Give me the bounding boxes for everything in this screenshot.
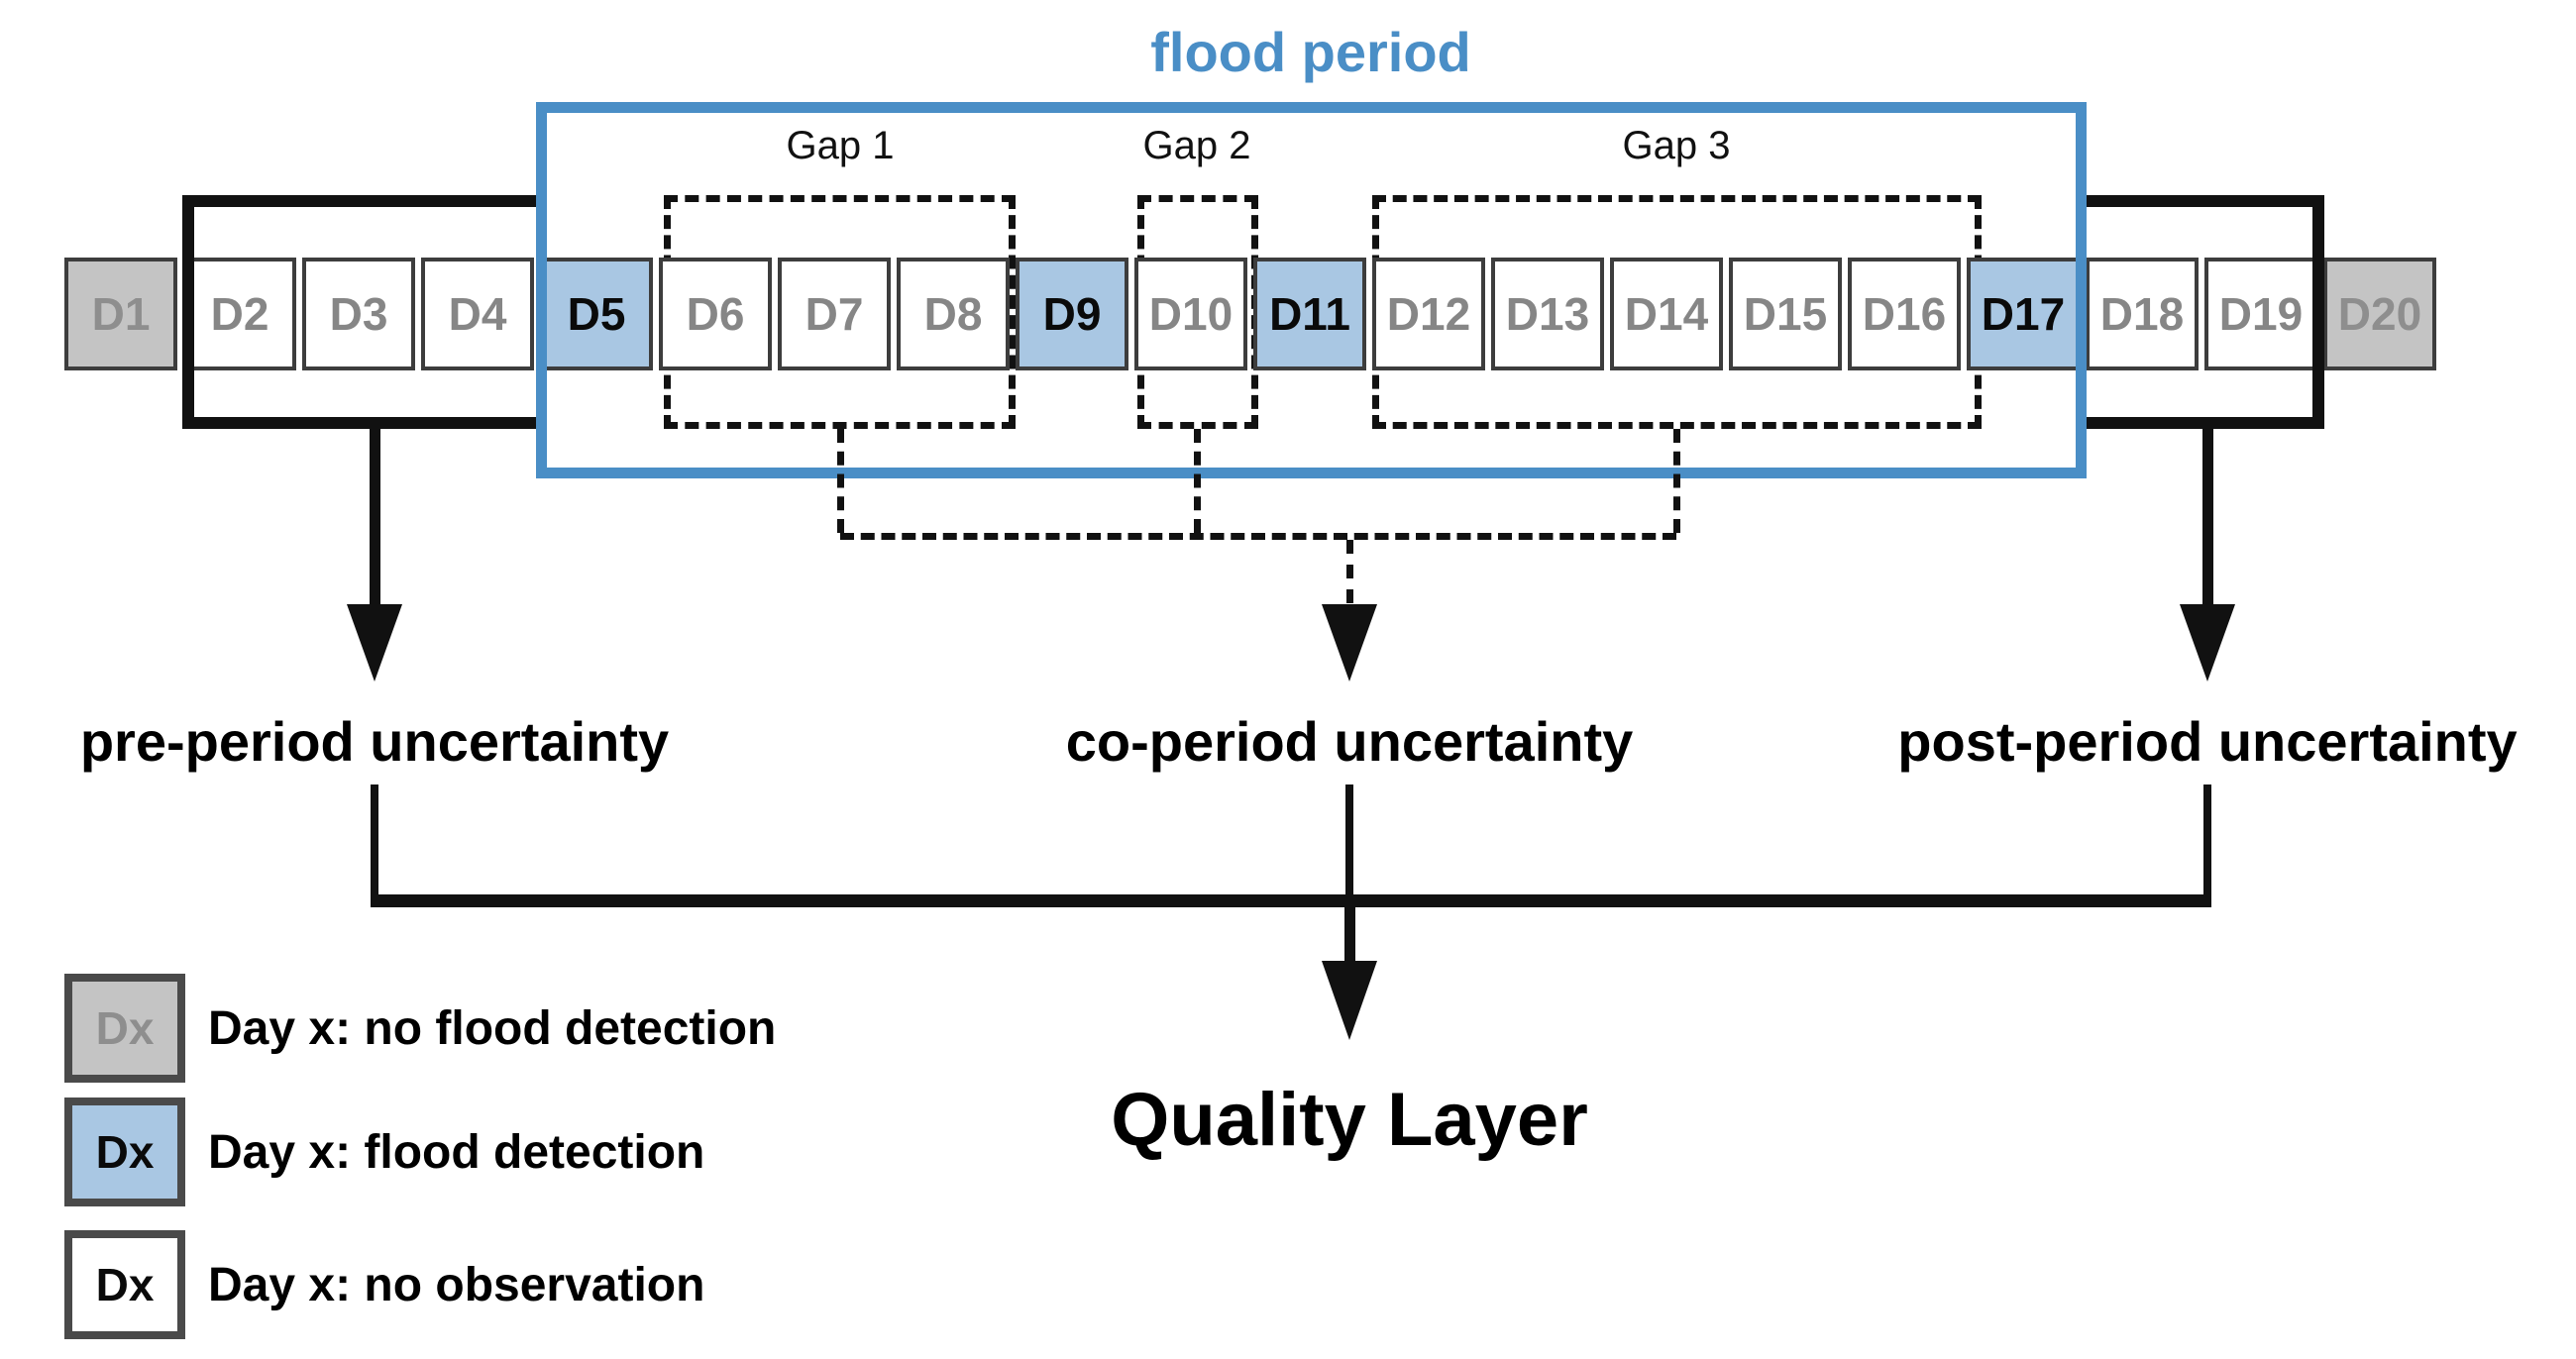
gap-1-label: Gap 1 xyxy=(786,123,895,167)
gap-connector-line xyxy=(840,533,1676,540)
day-box-d4: D4 xyxy=(421,258,534,370)
post-period-uncertainty-label: post-period uncertainty xyxy=(1897,709,2518,773)
day-box-d5: D5 xyxy=(540,258,653,370)
day-box-d17: D17 xyxy=(1967,258,2080,370)
gap-2-drop-line xyxy=(1194,429,1201,533)
gap-1-drop-line xyxy=(837,429,844,533)
day-box-d14: D14 xyxy=(1610,258,1723,370)
day-box-d15: D15 xyxy=(1729,258,1842,370)
pre-period-uncertainty-label: pre-period uncertainty xyxy=(79,709,670,773)
day-box-d19: D19 xyxy=(2204,258,2317,370)
day-box-d10: D10 xyxy=(1134,258,1247,370)
pre-period-bracket-stub xyxy=(371,784,378,894)
quality-layer-label: Quality Layer xyxy=(1111,1077,1588,1162)
day-box-d11: D11 xyxy=(1253,258,1366,370)
flood-period-title: flood period xyxy=(1150,20,1471,83)
flood-period-left-edge xyxy=(536,102,547,478)
day-box-d1: D1 xyxy=(64,258,177,370)
co-period-dashed-arrow-line xyxy=(1346,540,1353,603)
merge-bracket-line xyxy=(371,894,2211,907)
gap-2-label: Gap 2 xyxy=(1142,123,1251,167)
day-box-d12: D12 xyxy=(1372,258,1485,370)
flood-period-right-edge xyxy=(2076,102,2087,478)
day-box-d16: D16 xyxy=(1848,258,1961,370)
legend-swatch-no-observation: Dx xyxy=(64,1230,185,1339)
day-box-d3: D3 xyxy=(302,258,415,370)
co-period-uncertainty-label: co-period uncertainty xyxy=(1065,709,1634,773)
post-period-arrow-line xyxy=(2202,426,2213,609)
legend-swatch-no-flood-detection: Dx xyxy=(64,974,185,1083)
day-box-d9: D9 xyxy=(1016,258,1128,370)
day-box-d8: D8 xyxy=(897,258,1010,370)
quality-layer-arrowhead-icon xyxy=(1322,961,1377,1040)
gap-3-drop-line xyxy=(1673,429,1680,533)
observation-window-left-edge xyxy=(182,195,194,429)
legend-label-no-observation: Day x: no observation xyxy=(208,1258,705,1311)
post-period-bracket-stub xyxy=(2203,784,2211,894)
gap-3-label: Gap 3 xyxy=(1622,123,1731,167)
observation-window-right-edge xyxy=(2312,195,2324,429)
legend-label-flood-detection: Day x: flood detection xyxy=(208,1125,705,1179)
quality-layer-arrow-line xyxy=(1344,907,1355,967)
day-box-d18: D18 xyxy=(2086,258,2199,370)
day-box-d6: D6 xyxy=(659,258,772,370)
legend-label-no-flood-detection: Day x: no flood detection xyxy=(208,1001,777,1055)
pre-period-arrow-line xyxy=(370,426,380,609)
post-period-arrowhead-icon xyxy=(2180,604,2235,681)
day-box-d13: D13 xyxy=(1491,258,1604,370)
co-period-arrowhead-icon xyxy=(1322,604,1377,681)
co-period-bracket-stub xyxy=(1345,784,1353,894)
legend-swatch-flood-detection: Dx xyxy=(64,1098,185,1206)
day-box-d2: D2 xyxy=(183,258,296,370)
day-box-d20: D20 xyxy=(2323,258,2436,370)
pre-period-arrowhead-icon xyxy=(347,604,402,681)
day-box-d7: D7 xyxy=(778,258,891,370)
